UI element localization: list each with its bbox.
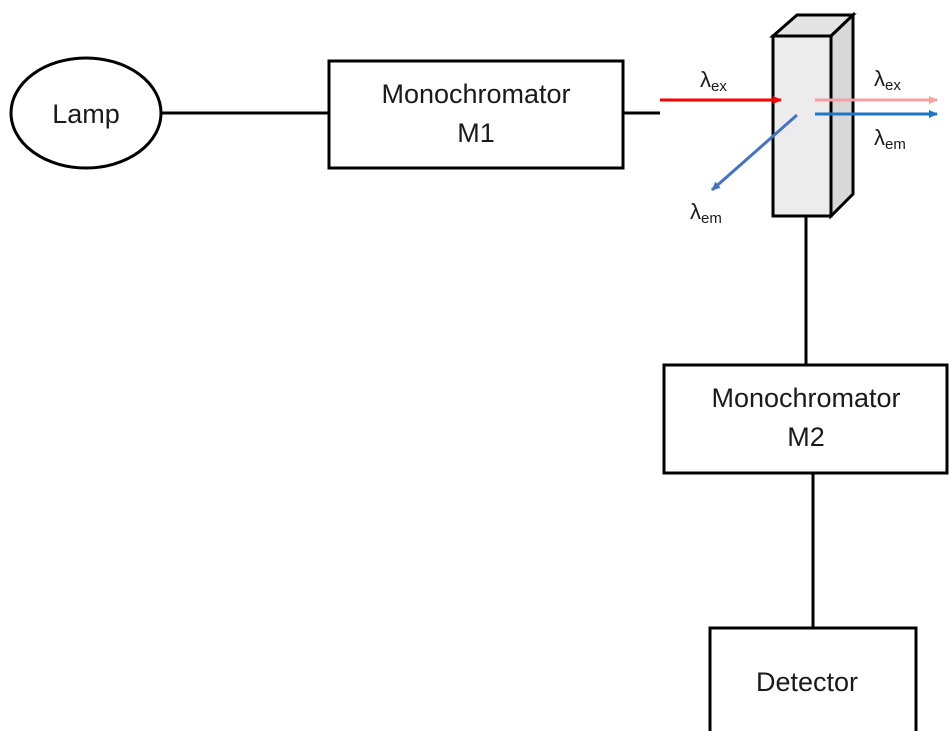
lambda-symbol: λ bbox=[874, 125, 885, 150]
monochromator-m1: Monochromator M1 bbox=[327, 59, 625, 170]
lambda-symbol: λ bbox=[874, 66, 885, 91]
emission-reflected-label: λem bbox=[690, 199, 722, 227]
monochromator-m2-id: M2 bbox=[787, 422, 825, 452]
monochromator-m2-label: Monochromator bbox=[711, 383, 900, 413]
detector-box bbox=[708, 626, 918, 731]
lamp: Lamp bbox=[9, 56, 163, 170]
monochromator-m1-id: M1 bbox=[457, 118, 495, 148]
lambda-subscript: ex bbox=[711, 78, 727, 95]
lambda-subscript: em bbox=[885, 136, 906, 153]
excitation-out-label: λex bbox=[874, 66, 901, 94]
lamp-ellipse bbox=[9, 56, 163, 170]
monochromator-m1-label: Monochromator bbox=[381, 79, 570, 109]
emission-out-label: λem bbox=[874, 125, 906, 153]
emission-beam-reflected bbox=[711, 113, 798, 192]
lambda-subscript: ex bbox=[885, 77, 901, 94]
lamp-label: Lamp bbox=[52, 99, 120, 129]
monochromator-m2: Monochromator M2 bbox=[662, 363, 949, 475]
lambda-symbol: λ bbox=[690, 199, 701, 224]
lambda-symbol: λ bbox=[700, 67, 711, 92]
cuvette-front-face bbox=[771, 34, 833, 218]
monochromator-m1-box bbox=[327, 59, 625, 170]
monochromator-m2-box bbox=[662, 363, 949, 475]
lambda-subscript: em bbox=[701, 210, 722, 227]
detector-label: Detector bbox=[756, 667, 858, 697]
detector: Detector bbox=[708, 626, 918, 731]
excitation-in-label: λex bbox=[700, 67, 727, 95]
